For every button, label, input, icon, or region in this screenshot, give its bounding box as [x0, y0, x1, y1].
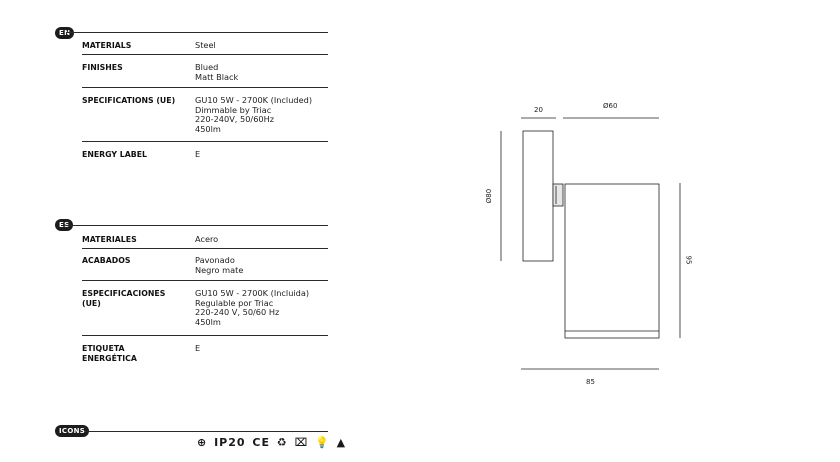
row-divider	[82, 248, 328, 249]
dim-label-20: 20	[534, 106, 543, 114]
row-divider	[82, 87, 328, 88]
certification-icons: ⊕ IP20 CE ♻ ⌧ 💡 ▲	[197, 436, 348, 449]
dim-label-80: Ø80	[485, 188, 494, 204]
row-divider	[82, 141, 328, 142]
spec-value: Pavonado Negro mate	[195, 255, 244, 275]
cylinder-body	[564, 183, 660, 339]
recyclable-icon: ♻	[276, 436, 288, 449]
dimmable-icon: ▲	[336, 436, 347, 449]
row-divider	[82, 335, 328, 336]
section-rule-en	[66, 32, 328, 33]
section-badge-es: ES	[55, 219, 74, 231]
no-trash-bin-icon: ⌧	[294, 436, 309, 449]
spec-value: GU10 5W - 2700K (Incluida) Regulable por…	[195, 288, 310, 327]
section-badge-icons: ICONS	[55, 425, 90, 437]
ip-rating: IP20	[214, 436, 246, 449]
spec-key: MATERIALS	[82, 41, 132, 50]
spec-key: MATERIALES	[82, 235, 137, 244]
spec-value: Steel	[195, 40, 216, 50]
spec-key: FINISHES	[82, 63, 123, 72]
ground-symbol-icon: ⊕	[197, 436, 208, 449]
row-divider	[82, 280, 328, 281]
spec-value: GU10 5W - 2700K (Included) Dimmable by T…	[195, 95, 313, 134]
led-bulb-icon: 💡	[315, 436, 330, 449]
wall-plate	[522, 130, 554, 262]
spec-value: Acero	[195, 234, 219, 244]
spec-key: ETIQUETA ENERGÉTICA	[82, 344, 137, 363]
dim-label-85: 85	[586, 378, 595, 386]
section-badge-en: EN	[55, 27, 75, 39]
section-rule-es	[66, 225, 328, 226]
spec-value: Blued Matt Black	[195, 62, 239, 82]
dim-label-95: 95	[684, 255, 693, 265]
dim-label-60: Ø60	[603, 102, 618, 110]
spec-value: E	[195, 343, 201, 353]
spec-key: ACABADOS	[82, 256, 131, 265]
section-rule-icons	[85, 431, 328, 432]
spec-key: SPECIFICATIONS (UE)	[82, 96, 176, 105]
row-divider	[82, 54, 328, 55]
spec-key: ESPECIFICACIONES (UE)	[82, 289, 166, 308]
connector	[552, 183, 564, 207]
spec-key: ENERGY LABEL	[82, 150, 148, 159]
ce-mark: CE	[252, 436, 270, 449]
spec-value: E	[195, 149, 201, 159]
